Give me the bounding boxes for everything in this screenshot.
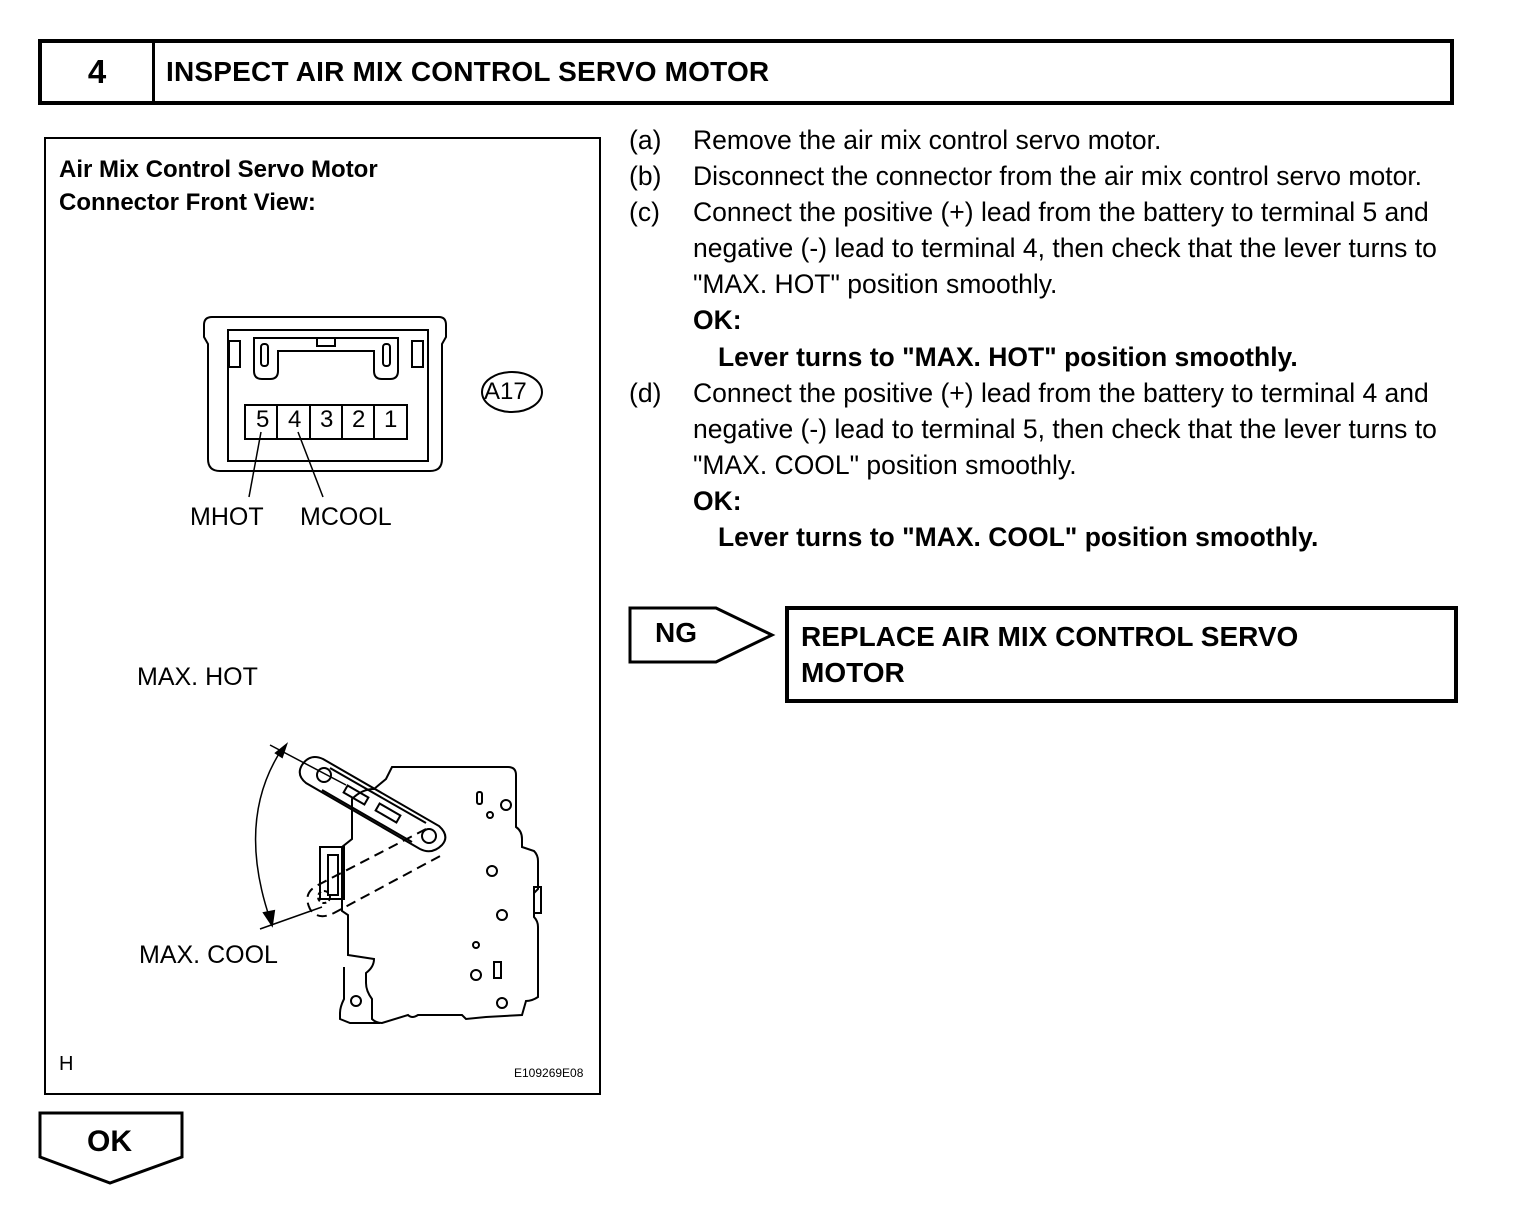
figure-code: E109269E08 <box>514 1066 584 1080</box>
ng-action-box: REPLACE AIR MIX CONTROL SERVO MOTOR <box>785 606 1458 703</box>
ng-action-line2: MOTOR <box>801 657 905 688</box>
ng-label: NG <box>655 617 697 648</box>
ok-button-label: OK <box>87 1125 132 1158</box>
ng-arrow-icon <box>628 606 776 664</box>
pin-number: 3 <box>320 406 334 433</box>
procedure-steps: (a) Remove the air mix control servo mot… <box>629 122 1469 555</box>
servo-motor-drawing <box>254 742 542 1025</box>
mcool-label: MCOOL <box>300 503 392 531</box>
ok-criteria-text: Lever turns to "MAX. COOL" position smoo… <box>718 522 1319 553</box>
pin-number: 5 <box>256 406 270 433</box>
connector-figure: Air Mix Control Servo Motor Connector Fr… <box>44 137 601 1095</box>
figure-title-line1: Air Mix Control Servo Motor <box>59 156 378 183</box>
step-number: 4 <box>42 43 155 101</box>
connector-housing <box>203 316 543 498</box>
pin-number: 1 <box>384 406 398 433</box>
step-body: Connect the positive (+) lead from the b… <box>693 194 1469 374</box>
connector-diagram <box>203 316 543 1025</box>
pin-number: 4 <box>288 406 302 433</box>
corner-letter: H <box>59 1053 74 1075</box>
step-mark: (b) <box>629 161 662 192</box>
step-d: (d) Connect the positive (+) lead from t… <box>629 375 1469 555</box>
pin-number: 2 <box>352 406 366 433</box>
ok-arrow-icon <box>38 1111 184 1185</box>
figure-title: Air Mix Control Servo Motor Connector Fr… <box>59 153 378 219</box>
step-text: Disconnect the connector from the air mi… <box>693 161 1423 192</box>
step-a: (a) Remove the air mix control servo mot… <box>629 122 1469 158</box>
ok-criteria-text: Lever turns to "MAX. HOT" position smoot… <box>718 341 1298 372</box>
ok-criteria-label: OK: <box>693 305 742 336</box>
max-hot-label: MAX. HOT <box>137 663 258 691</box>
ng-action-line1: REPLACE AIR MIX CONTROL SERVO <box>801 621 1299 652</box>
step-header: 4 INSPECT AIR MIX CONTROL SERVO MOTOR <box>38 39 1454 105</box>
step-mark: (a) <box>629 125 662 155</box>
ok-criteria-label: OK: <box>693 485 742 516</box>
mhot-leader <box>248 431 262 498</box>
max-cool-label: MAX. COOL <box>139 941 278 969</box>
connector-id: A17 <box>484 378 527 405</box>
connector-id-badge <box>481 371 543 413</box>
step-text: Remove the air mix control servo motor. <box>693 125 1162 155</box>
step-c: (c) Connect the positive (+) lead from t… <box>629 194 1469 374</box>
mhot-label: MHOT <box>190 503 264 531</box>
step-mark: (d) <box>629 377 662 408</box>
mcool-leader <box>297 431 324 498</box>
step-mark: (c) <box>629 197 660 228</box>
figure-title-line2: Connector Front View: <box>59 189 316 216</box>
step-text: Connect the positive (+) lead from the b… <box>693 197 1437 300</box>
step-text: Connect the positive (+) lead from the b… <box>693 377 1437 480</box>
step-body: Connect the positive (+) lead from the b… <box>693 375 1469 555</box>
step-title: INSPECT AIR MIX CONTROL SERVO MOTOR <box>166 56 770 87</box>
step-b: (b) Disconnect the connector from the ai… <box>629 158 1469 194</box>
